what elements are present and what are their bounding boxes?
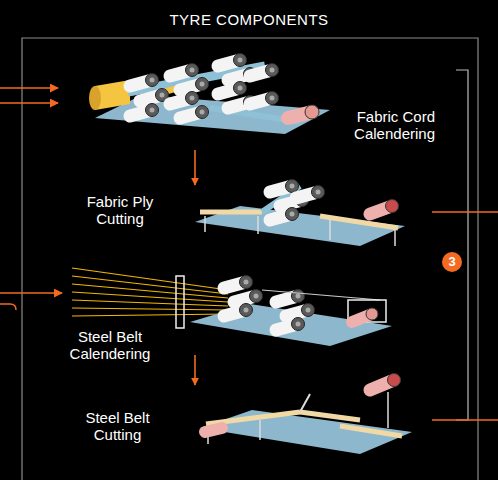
process-stage: Fabric Cord Calendering bbox=[85, 50, 445, 150]
stage-label: Fabric Cord Calendering bbox=[335, 108, 435, 142]
callout-number: 3 bbox=[442, 252, 462, 272]
stage-label: Steel Belt Calendering bbox=[60, 328, 160, 362]
stage-label: Steel Belt Cutting bbox=[75, 409, 160, 443]
process-stage: Steel Belt Cutting bbox=[70, 385, 415, 455]
process-stage: Steel Belt Calendering bbox=[60, 265, 400, 355]
diagram-title: TYRE COMPONENTS bbox=[0, 11, 498, 28]
stage-label: Fabric Ply Cutting bbox=[75, 193, 165, 227]
flow-arrow bbox=[194, 355, 196, 385]
flow-arrow bbox=[194, 150, 196, 185]
process-stage: Fabric Ply Cutting bbox=[70, 185, 415, 255]
